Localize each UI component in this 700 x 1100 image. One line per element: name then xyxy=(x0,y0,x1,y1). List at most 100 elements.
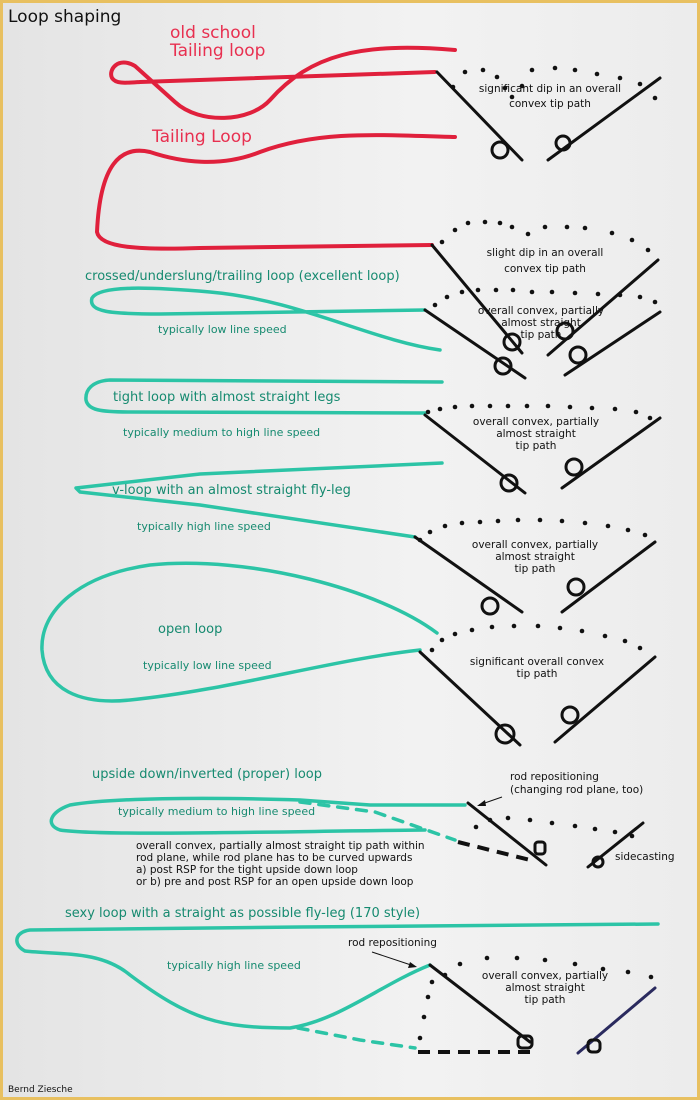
loop-label: tight loop with almost straight legs xyxy=(113,390,341,405)
tip-path-dot xyxy=(572,961,578,967)
tip-path-dot xyxy=(510,287,516,293)
tip-path-note: convex tip path xyxy=(504,263,586,275)
tip-path-dot xyxy=(502,85,508,91)
tip-path-dot xyxy=(469,403,475,409)
tip-path-dot xyxy=(439,239,445,245)
tip-path-dot xyxy=(637,294,643,300)
tip-path-note: a) post RSP for the tight upside down lo… xyxy=(136,864,358,876)
tip-path-dot xyxy=(469,627,475,633)
tip-path-note: slight dip in an overall xyxy=(487,247,604,259)
tip-path-dot xyxy=(637,645,643,651)
tip-path-dot xyxy=(564,224,570,230)
line-speed-label: typically high line speed xyxy=(137,520,271,533)
tip-path-dot xyxy=(452,404,458,410)
tip-path-dot xyxy=(437,406,443,412)
tip-path-dot xyxy=(549,289,555,295)
row-open-loop: open loop typically low line speed signi… xyxy=(40,561,657,747)
loop-label: crossed/underslung/trailing loop (excell… xyxy=(85,269,400,284)
tip-path-dot xyxy=(505,815,511,821)
tip-path-dot xyxy=(589,405,595,411)
tip-path-dot xyxy=(529,289,535,295)
eye-icon xyxy=(516,1034,534,1050)
tip-path-dot xyxy=(542,957,548,963)
tip-path-dot xyxy=(629,833,635,839)
tip-path-dot xyxy=(509,94,515,100)
tip-path-dot xyxy=(482,219,488,225)
tip-path-dot xyxy=(572,290,578,296)
fly-line xyxy=(89,286,442,352)
row-sexy-loop: sexy loop with a straight as possible fl… xyxy=(15,906,660,1055)
tip-path-dot xyxy=(612,406,618,412)
arrowhead-icon xyxy=(477,800,486,806)
eye-icon xyxy=(480,596,500,616)
tip-path-note: tip path xyxy=(525,994,566,1006)
tip-path-dot xyxy=(519,83,525,89)
tip-path-dot xyxy=(452,631,458,637)
tip-path-dot xyxy=(582,520,588,526)
tip-path-dot xyxy=(617,75,623,81)
tip-path-dot xyxy=(465,220,471,226)
rod xyxy=(423,308,527,380)
tip-path-note: tip path xyxy=(516,440,557,452)
loop-label: upside down/inverted (proper) loop xyxy=(92,767,322,782)
tip-path-dot xyxy=(489,624,495,630)
tip-path-dot xyxy=(567,404,573,410)
tip-path-dot xyxy=(645,247,651,253)
arrowhead-icon xyxy=(408,962,417,968)
row-old-school-tailing-loop: old school Tailing loop significant dip … xyxy=(109,23,662,162)
tip-path-dot xyxy=(429,647,435,653)
tip-path-dot xyxy=(442,972,448,978)
tip-path-dot xyxy=(475,287,481,293)
tip-path-dot xyxy=(625,969,631,975)
fly-line-dashed xyxy=(298,800,457,842)
tip-path-dot xyxy=(612,829,618,835)
tip-path-dot xyxy=(450,84,456,90)
tip-path-dot xyxy=(421,1014,427,1020)
tip-path-dot xyxy=(537,517,543,523)
tip-path-dot xyxy=(527,817,533,823)
tip-path-note: rod plane, while rod plane has to be cur… xyxy=(136,852,412,864)
tip-path-dot xyxy=(557,625,563,631)
loop-label: Tailing loop xyxy=(169,41,265,61)
eye-icon xyxy=(554,134,572,152)
tip-path-dot xyxy=(617,292,623,298)
tip-path-dot xyxy=(535,623,541,629)
line-speed-label: typically low line speed xyxy=(143,659,272,672)
tip-path-dot xyxy=(439,637,445,643)
tip-path-dot xyxy=(487,817,493,823)
eye-icon xyxy=(566,577,586,597)
sidecasting-label: sidecasting xyxy=(615,851,675,863)
tip-path-dot xyxy=(493,287,499,293)
tip-path-dot xyxy=(442,523,448,529)
rod xyxy=(576,986,657,1055)
tip-path-dot xyxy=(524,403,530,409)
line-speed-label: typically medium to high line speed xyxy=(123,426,320,439)
tip-path-note: overall convex, partially xyxy=(482,970,608,982)
tip-path-dot xyxy=(480,67,486,73)
tip-path-dots xyxy=(439,219,651,253)
loop-label: sexy loop with a straight as possible fl… xyxy=(65,906,420,921)
tip-path-dot xyxy=(509,224,515,230)
tip-path-note: tip path xyxy=(517,668,558,680)
arrow-icon xyxy=(371,951,415,967)
tip-path-dot xyxy=(622,638,628,644)
tip-path-dot xyxy=(582,225,588,231)
loop-label: old school xyxy=(170,23,256,43)
tip-path-note: or b) pre and post RSP for an open upsid… xyxy=(136,876,414,888)
diagram-title: Loop shaping xyxy=(8,7,121,27)
author-credit: Bernd Ziesche xyxy=(8,1085,73,1095)
tip-path-dot xyxy=(497,220,503,226)
fly-line xyxy=(40,561,439,703)
tip-path-dot xyxy=(457,961,463,967)
fly-line xyxy=(109,45,457,120)
tip-path-dot xyxy=(542,224,548,230)
row-v-loop: v-loop with an almost straight fly-leg t… xyxy=(74,461,657,616)
tip-path-dot xyxy=(459,289,465,295)
rod xyxy=(560,416,662,490)
tip-path-dot xyxy=(579,628,585,634)
rod xyxy=(413,535,524,614)
tip-path-dot xyxy=(432,302,438,308)
rod-repositioning-note: (changing rod plane, too) xyxy=(510,784,643,796)
rod xyxy=(546,76,662,162)
rod xyxy=(428,963,532,1044)
